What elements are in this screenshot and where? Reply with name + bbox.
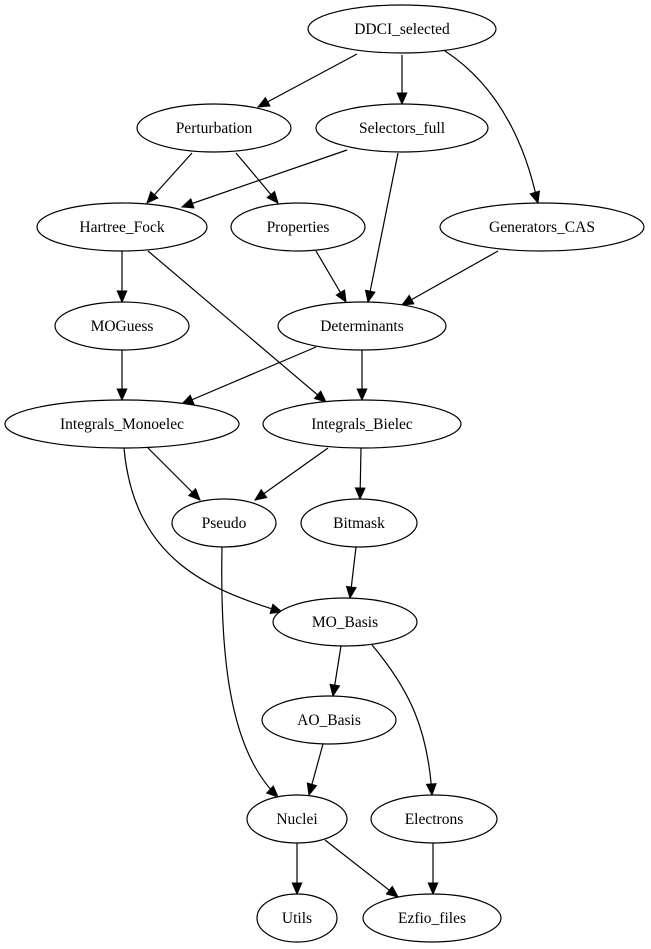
node-determinants: Determinants xyxy=(277,301,447,351)
edge-integrals-bielec-to-bitmask xyxy=(354,447,366,501)
node-label: MOGuess xyxy=(91,318,154,335)
edge-determinants-to-integrals-bielec xyxy=(356,350,368,402)
node-shape xyxy=(230,202,366,252)
node-shape xyxy=(300,498,418,548)
edge-perturbation-to-hartree-fock xyxy=(146,152,193,204)
edge-ao-basis-to-nuclei xyxy=(306,743,324,797)
node-moguess: MOGuess xyxy=(54,301,190,351)
node-label: Pseudo xyxy=(202,515,247,532)
node-shape xyxy=(370,794,498,844)
edge-integrals-monoelec-to-mo-basis xyxy=(123,447,284,614)
edge-properties-to-determinants xyxy=(315,250,347,304)
node-shape xyxy=(272,597,418,647)
node-label: Selectors_full xyxy=(359,120,445,137)
node-shape xyxy=(261,695,397,745)
node-generators-cas: Generators_CAS xyxy=(439,202,645,252)
node-hartree-fock: Hartree_Fock xyxy=(36,202,208,252)
node-label: Integrals_Bielec xyxy=(311,416,413,433)
node-selectors-full: Selectors_full xyxy=(315,103,489,153)
node-perturbation: Perturbation xyxy=(136,103,292,153)
node-label: Utils xyxy=(282,910,312,927)
node-label: MO_Basis xyxy=(312,614,378,631)
node-shape xyxy=(256,893,338,943)
edge-perturbation-to-properties xyxy=(235,152,279,204)
node-shape xyxy=(171,498,277,548)
node-properties: Properties xyxy=(230,202,366,252)
node-shape xyxy=(315,103,489,153)
node-shape xyxy=(54,301,190,351)
node-utils: Utils xyxy=(256,893,338,943)
node-label: DDCI_selected xyxy=(354,21,450,38)
node-label: AO_Basis xyxy=(297,712,361,729)
node-label: Perturbation xyxy=(176,120,253,137)
edge-bitmask-to-mo-basis xyxy=(345,546,357,600)
node-mo-basis: MO_Basis xyxy=(272,597,418,647)
node-bitmask: Bitmask xyxy=(300,498,418,548)
node-label: Properties xyxy=(267,219,330,236)
node-label: Ezfio_files xyxy=(398,910,466,927)
node-label: Nuclei xyxy=(276,811,318,828)
edge-integrals-monoelec-to-pseudo xyxy=(147,447,201,501)
node-label: Bitmask xyxy=(333,515,385,532)
node-shape xyxy=(36,202,208,252)
edge-electrons-to-ezfio-files xyxy=(427,843,439,896)
edge-moguess-to-integrals-monoelec xyxy=(116,350,128,402)
edge-ddci-selected-to-selectors-full xyxy=(396,55,408,106)
edge-pseudo-to-nuclei xyxy=(221,546,279,798)
node-label: Determinants xyxy=(320,318,404,335)
node-label: Generators_CAS xyxy=(489,219,595,236)
node-shape xyxy=(4,399,240,449)
node-integrals-monoelec: Integrals_Monoelec xyxy=(4,399,240,449)
node-ddci-selected: DDCI_selected xyxy=(307,4,497,54)
edge-selectors-full-to-determinants xyxy=(364,152,399,304)
node-integrals-bielec: Integrals_Bielec xyxy=(262,399,462,449)
edge-determinants-to-integrals-monoelec xyxy=(180,346,317,405)
edge-nuclei-to-utils xyxy=(291,843,303,896)
node-shape xyxy=(262,399,462,449)
node-pseudo: Pseudo xyxy=(171,498,277,548)
edge-integrals-bielec-to-pseudo xyxy=(253,447,329,501)
edge-hartree-fock-to-integrals-bielec xyxy=(147,250,327,403)
edge-ddci-selected-to-perturbation xyxy=(256,53,358,108)
edge-ddci-selected-to-generators-cas xyxy=(444,50,540,205)
node-label: Hartree_Fock xyxy=(79,219,164,236)
node-label: Electrons xyxy=(405,811,464,828)
node-shape xyxy=(362,893,502,943)
node-nuclei: Nuclei xyxy=(246,794,348,844)
node-shape xyxy=(136,103,292,153)
edges-layer xyxy=(116,50,540,898)
node-electrons: Electrons xyxy=(370,794,498,844)
edge-generators-cas-to-determinants xyxy=(400,250,499,306)
node-shape xyxy=(277,301,447,351)
node-ezfio-files: Ezfio_files xyxy=(362,893,502,943)
node-ao-basis: AO_Basis xyxy=(261,695,397,745)
node-shape xyxy=(439,202,645,252)
node-shape xyxy=(307,4,497,54)
edge-mo-basis-to-ao-basis xyxy=(329,645,342,698)
edge-hartree-fock-to-moguess xyxy=(116,251,128,304)
edge-nuclei-to-ezfio-files xyxy=(324,839,399,898)
node-label: Integrals_Monoelec xyxy=(60,416,184,433)
edge-selectors-full-to-hartree-fock xyxy=(180,149,348,209)
node-shape xyxy=(246,794,348,844)
edge-mo-basis-to-electrons xyxy=(371,644,437,797)
